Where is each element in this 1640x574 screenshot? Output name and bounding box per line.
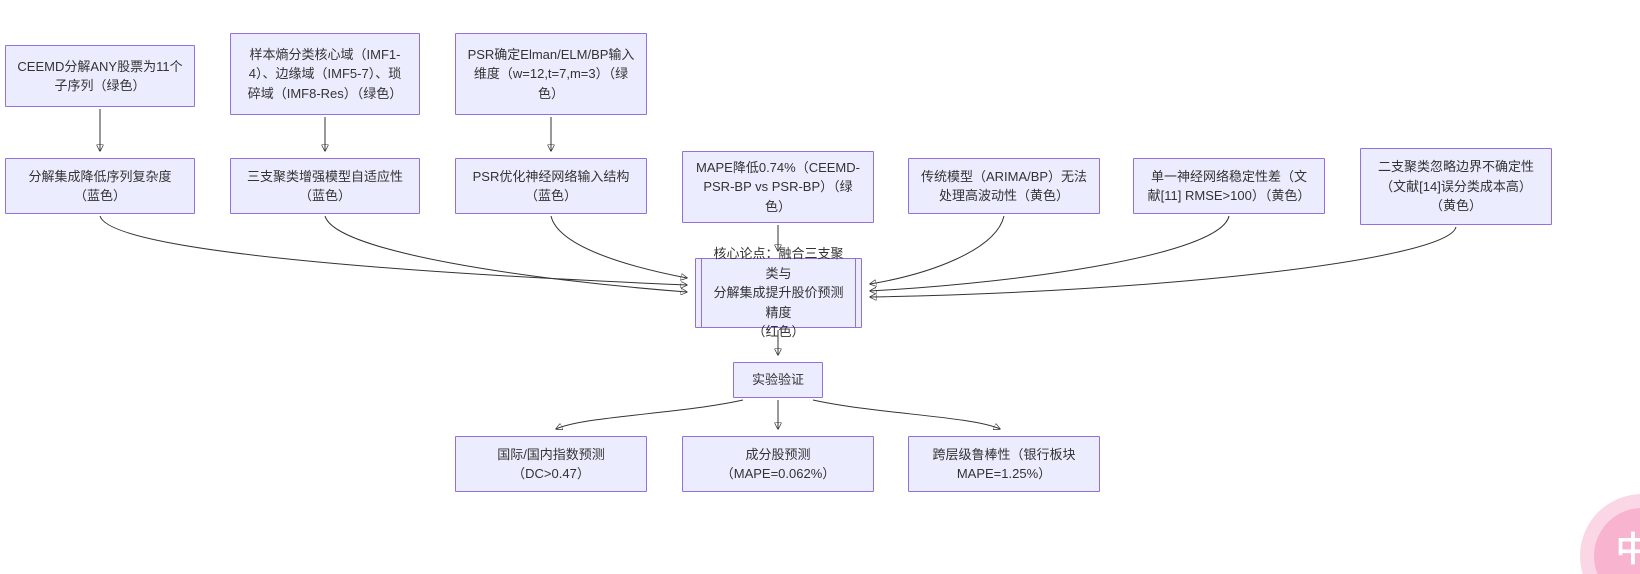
node-sample-entropy: 样本熵分类核心域（IMF1- 4）、边缘域（IMF5-7）、琐 碎域（IMF8-…: [230, 33, 420, 115]
node-robustness-label: 跨层级鲁棒性（银行板块 MAPE=1.25%）: [932, 446, 1076, 482]
node-two-way-label: 二支聚类忽略边界不确定性 （文献[14]误分类成本高） （黄色）: [1377, 159, 1534, 214]
node-robustness: 跨层级鲁棒性（银行板块 MAPE=1.25%）: [908, 436, 1100, 492]
node-component-pred: 成分股预测 （MAPE=0.062%）: [682, 436, 874, 492]
edge-singlenn-to-core: [870, 215, 1230, 291]
node-index-pred-label: 国际/国内指数预测 （DC>0.47）: [497, 446, 605, 482]
node-core-thesis: 核心论点：融合三支聚类与 分解集成提升股价预测精度 （红色）: [695, 246, 862, 339]
node-mape-drop-label: MAPE降低0.74%（CEEMD- PSR-BP vs PSR-BP）（绿 色…: [696, 159, 860, 214]
node-ceemd-label: CEEMD分解ANY股票为11个 子序列（绿色）: [17, 58, 183, 94]
node-experiment: 实验验证: [733, 362, 823, 398]
node-sample-entropy-label: 样本熵分类核心域（IMF1- 4）、边缘域（IMF5-7）、琐 碎域（IMF8-…: [247, 46, 403, 101]
node-decomp-ensemble: 分解集成降低序列复杂度 （蓝色）: [5, 158, 195, 214]
edge-experiment-to-index: [556, 399, 744, 429]
translate-zh-glyph: 中: [1616, 531, 1640, 569]
translate-en-glyph: A: [1638, 552, 1640, 574]
node-experiment-label: 实验验证: [751, 372, 804, 388]
node-component-pred-label: 成分股预测 （MAPE=0.062%）: [720, 446, 836, 482]
node-core-thesis-label: 核心论点：融合三支聚类与 分解集成提升股价预测精度 （红色）: [713, 246, 844, 340]
node-two-way: 二支聚类忽略边界不确定性 （文献[14]误分类成本高） （黄色）: [1360, 148, 1552, 225]
node-traditional-label: 传统模型（ARIMA/BP）无法 处理高波动性（黄色）: [920, 168, 1088, 204]
node-psr-input: PSR确定Elman/ELM/BP输入 维度（w=12,t=7,m=3）（绿 色…: [455, 33, 647, 115]
edge-twoway-to-core: [870, 226, 1457, 297]
edge-experiment-to-robustness: [812, 399, 1000, 429]
node-psr-opt: PSR优化神经网络输入结构 （蓝色）: [455, 158, 647, 214]
node-single-nn: 单一神经网络稳定性差（文 献[11] RMSE>100）（黄色）: [1133, 158, 1325, 214]
node-three-way: 三支聚类增强模型自适应性 （蓝色）: [230, 158, 420, 214]
subroutine-border-left: [701, 259, 702, 327]
node-index-pred: 国际/国内指数预测 （DC>0.47）: [455, 436, 647, 492]
subroutine-border-right: [855, 259, 856, 327]
node-traditional: 传统模型（ARIMA/BP）无法 处理高波动性（黄色）: [908, 158, 1100, 214]
node-psr-opt-label: PSR优化神经网络输入结构 （蓝色）: [472, 168, 630, 204]
node-ceemd: CEEMD分解ANY股票为11个 子序列（绿色）: [5, 45, 195, 107]
edge-psropt-to-core: [550, 215, 687, 278]
translate-icon: 中 A: [1594, 508, 1640, 574]
edge-threeway-to-core: [324, 215, 687, 292]
translate-button[interactable]: 中 A: [1580, 494, 1640, 574]
edge-traditional-to-core: [870, 215, 1005, 284]
node-three-way-label: 三支聚类增强模型自适应性 （蓝色）: [246, 168, 403, 204]
node-decomp-ensemble-label: 分解集成降低序列复杂度 （蓝色）: [28, 168, 172, 204]
node-mape-drop: MAPE降低0.74%（CEEMD- PSR-BP vs PSR-BP）（绿 色…: [682, 151, 874, 223]
edge-decomp-to-core: [99, 215, 687, 285]
node-psr-input-label: PSR确定Elman/ELM/BP输入 维度（w=12,t=7,m=3）（绿 色…: [467, 46, 635, 101]
node-single-nn-label: 单一神经网络稳定性差（文 献[11] RMSE>100）（黄色）: [1147, 168, 1311, 204]
